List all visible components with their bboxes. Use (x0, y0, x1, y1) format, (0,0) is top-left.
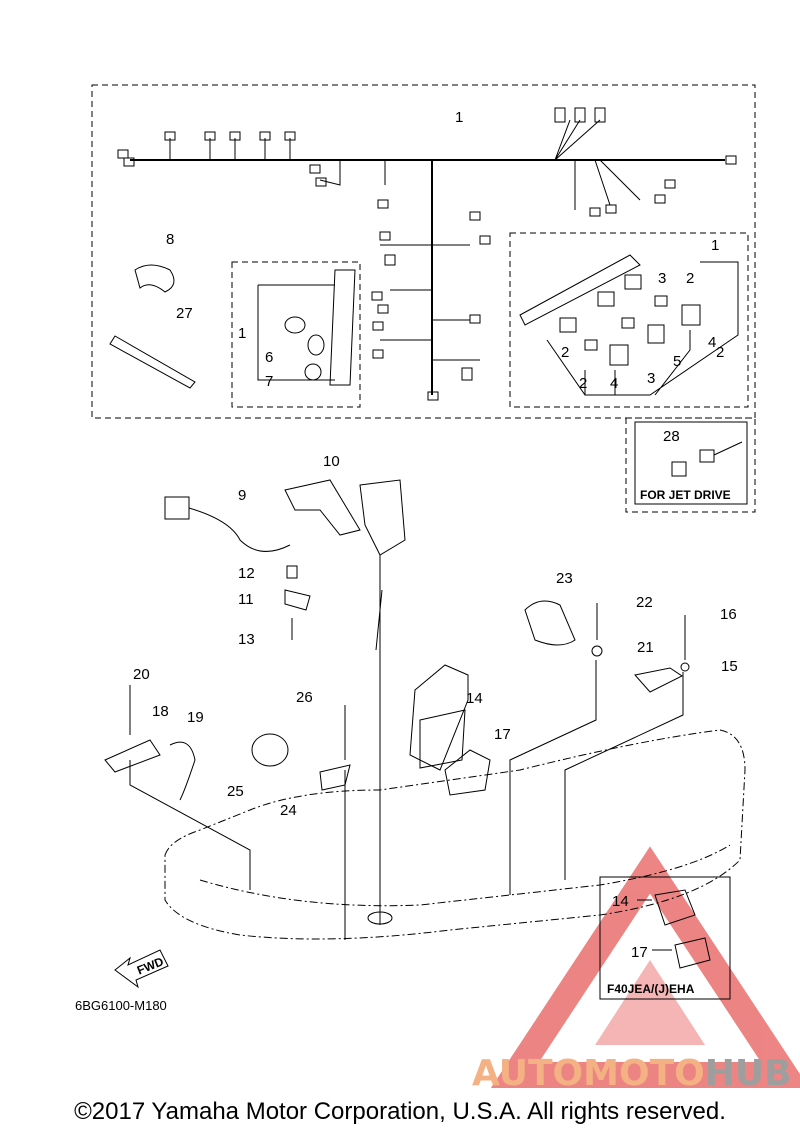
watermark-text-1: AUTOMOTO (472, 1053, 705, 1094)
label-22: 22 (636, 594, 653, 611)
lower-parts (104, 479, 746, 1000)
label-27: 27 (176, 305, 193, 322)
label-14b: 14 (612, 893, 629, 910)
watermark-logo (490, 846, 800, 1088)
watermark-text-2: HUB (705, 1053, 792, 1094)
label-1a: 1 (455, 109, 463, 126)
label-20: 20 (133, 666, 150, 683)
label-2b: 2 (716, 344, 724, 361)
label-5: 5 (673, 353, 681, 370)
label-3b: 3 (647, 370, 655, 387)
variant-caption: F40JEA/(J)EHA (607, 982, 695, 996)
label-26: 26 (296, 689, 313, 706)
part-labels: 1 1 1 2 2 2 2 3 3 4 4 5 6 7 8 9 10 11 12… (133, 109, 738, 961)
label-14a: 14 (466, 690, 483, 707)
label-16: 16 (720, 606, 737, 623)
harness-section (91, 84, 756, 513)
label-1c: 1 (711, 237, 719, 254)
label-4a: 4 (708, 334, 716, 351)
label-2a: 2 (686, 270, 694, 287)
jet-drive-caption: FOR JET DRIVE (640, 488, 731, 502)
label-3a: 3 (658, 270, 666, 287)
label-15: 15 (721, 658, 738, 675)
label-8: 8 (166, 231, 174, 248)
label-12: 12 (238, 565, 255, 582)
label-23: 23 (556, 570, 573, 587)
label-17b: 17 (631, 944, 648, 961)
label-9: 9 (238, 487, 246, 504)
label-10: 10 (323, 453, 340, 470)
label-2d: 2 (579, 375, 587, 392)
label-24: 24 (280, 802, 297, 819)
watermark-text: AUTOMOTOHUB (472, 1053, 792, 1094)
label-17a: 17 (494, 726, 511, 743)
label-13: 13 (238, 631, 255, 648)
diagram-code: 6BG6100-M180 (75, 998, 167, 1013)
copyright-notice: ©2017 Yamaha Motor Corporation, U.S.A. A… (74, 1098, 726, 1125)
label-25: 25 (227, 783, 244, 800)
label-2c: 2 (561, 344, 569, 361)
label-19: 19 (187, 709, 204, 726)
label-28: 28 (663, 428, 680, 445)
label-21: 21 (637, 639, 654, 656)
label-18: 18 (152, 703, 169, 720)
label-1b: 1 (238, 325, 246, 342)
label-11: 11 (238, 591, 254, 608)
label-4b: 4 (610, 375, 618, 392)
label-7: 7 (265, 373, 273, 390)
label-6: 6 (265, 349, 273, 366)
